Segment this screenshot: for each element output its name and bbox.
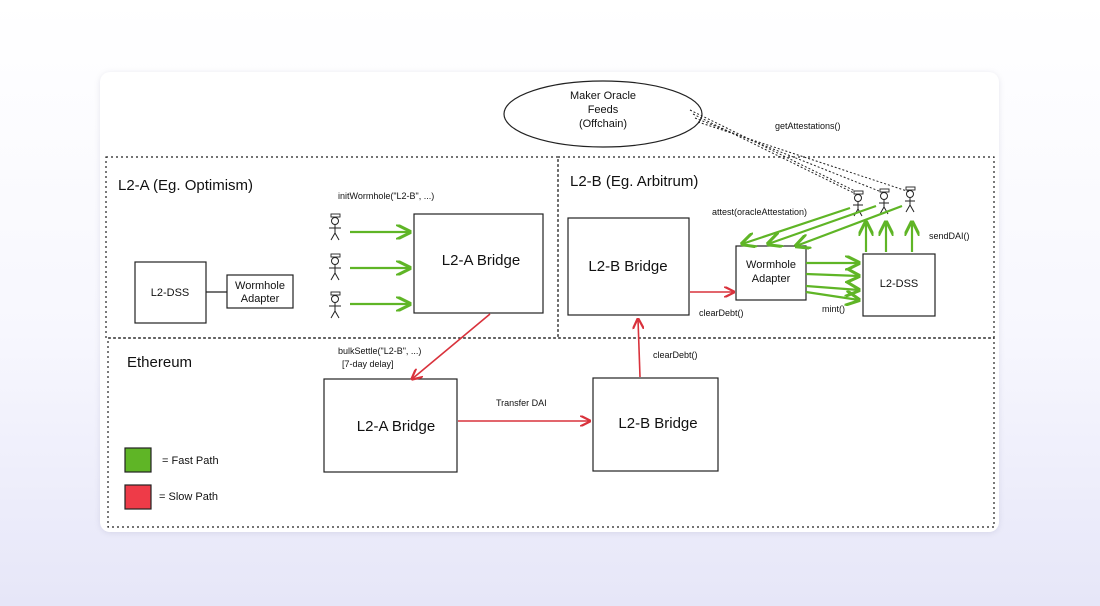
wormhole-adapter-a-node — [226, 274, 294, 309]
mint-arrow — [805, 292, 859, 300]
user-icon — [329, 291, 341, 319]
l2a-dss-node — [134, 261, 207, 324]
l2b-dss-node — [862, 253, 936, 317]
legend-slow-label: = Slow Path — [159, 491, 218, 503]
user-icon — [329, 253, 341, 281]
oracle-link-2 — [694, 117, 885, 194]
bulk-settle-arrow — [412, 313, 491, 379]
user-icon — [329, 213, 341, 241]
mint-label: mint() — [822, 304, 845, 314]
l2b-bridge-node — [567, 217, 690, 316]
mint-arrow — [805, 286, 859, 290]
attest-label: attest(oracleAttestation) — [712, 207, 807, 217]
oracle-signer-icon — [905, 186, 916, 213]
wormhole-adapter-a-label1: Wormhole — [235, 280, 285, 292]
l2a-bridge-node — [413, 213, 544, 314]
eth-l2b-bridge-label: L2-B Bridge — [618, 415, 697, 432]
legend-fast-label: = Fast Path — [162, 455, 219, 467]
maker-oracle-node — [503, 80, 703, 148]
eth-l2b-bridge-node — [592, 377, 719, 472]
wormhole-adapter-b-label2: Adapter — [752, 273, 791, 285]
l2a-dss-label: L2-DSS — [151, 287, 190, 299]
init-wormhole-label: initWormhole("L2-B", ...) — [338, 191, 434, 201]
mint-arrow — [805, 274, 859, 276]
wormhole-adapter-a-label2: Adapter — [241, 293, 280, 305]
oracle-link-1 — [692, 113, 859, 196]
l2b-bridge-label: L2-B Bridge — [588, 258, 667, 275]
ethereum-zone-title: Ethereum — [127, 354, 192, 371]
oracle-signer-icon — [853, 190, 864, 217]
l2a-zone-title: L2-A (Eg. Optimism) — [118, 177, 253, 194]
wormhole-adapter-b-node — [735, 245, 807, 301]
clear-debt-eth-label: clearDebt() — [653, 350, 698, 360]
oracle-link-4 — [689, 109, 856, 192]
attest-arrow — [768, 204, 877, 244]
send-dai-label: sendDAI() — [929, 231, 970, 241]
oracle-label-line1: Maker Oracle — [570, 90, 636, 102]
oracle-link-3 — [697, 121, 911, 193]
l2b-zone-title: L2-B (Eg. Arbitrum) — [570, 173, 698, 190]
clear-debt-eth-arrow — [638, 319, 640, 378]
l2b-dss-label: L2-DSS — [880, 278, 919, 290]
attest-arrow — [796, 204, 903, 246]
legend-slow-swatch — [124, 484, 152, 510]
clear-debt-l2-label: clearDebt() — [699, 308, 744, 318]
bulk-settle-label1: bulkSettle("L2-B", ...) — [338, 346, 421, 356]
l2a-bridge-label: L2-A Bridge — [442, 252, 520, 269]
transfer-dai-label: Transfer DAI — [496, 398, 547, 408]
oracle-signer-icon — [879, 188, 890, 215]
wormhole-adapter-b-label1: Wormhole — [746, 259, 796, 271]
attest-arrow — [742, 206, 851, 244]
eth-l2a-bridge-node — [323, 378, 458, 473]
ethereum-zone — [107, 337, 995, 528]
oracle-label-line2: Feeds — [588, 104, 619, 116]
legend-fast-swatch — [124, 447, 152, 473]
bulk-settle-label2: [7-day delay] — [342, 359, 394, 369]
eth-l2a-bridge-label: L2-A Bridge — [357, 418, 435, 435]
l2a-zone — [105, 156, 559, 339]
oracle-label-line3: (Offchain) — [579, 118, 627, 130]
l2b-zone — [557, 156, 995, 339]
get-attestations-label: getAttestations() — [775, 121, 841, 131]
